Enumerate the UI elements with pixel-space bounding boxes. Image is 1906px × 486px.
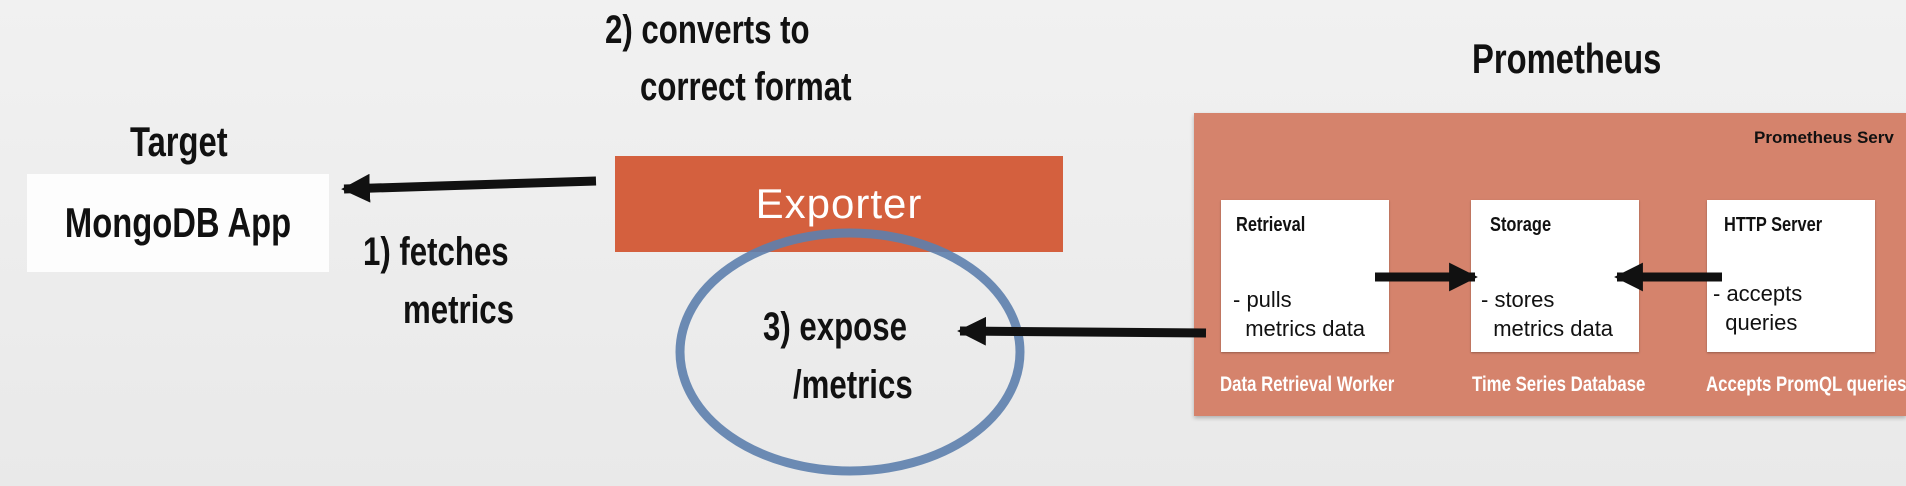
- expose-highlight-ellipse: [675, 228, 1025, 476]
- step1-label-line2: metrics: [403, 288, 515, 332]
- exporter-label: Exporter: [755, 180, 923, 227]
- http-server-caption: Accepts PromQL queries: [1706, 373, 1906, 396]
- prometheus-server-label: Prometheus Serv: [1754, 128, 1894, 147]
- pull-arrow: [957, 316, 1207, 346]
- prometheus-title: Prometheus: [1472, 35, 1662, 82]
- retrieval-title: Retrieval: [1236, 214, 1306, 236]
- mongodb-app-label: MongoDB App: [64, 199, 292, 246]
- http-server-desc: - accepts queries: [1713, 281, 1803, 335]
- storage-caption: Time Series Database: [1472, 373, 1646, 396]
- retrieval-desc: - pulls metrics data: [1233, 287, 1366, 341]
- http-server-box: [1707, 200, 1875, 352]
- step3-label-line1: 3) expose: [763, 305, 907, 349]
- step2-label-line2: correct format: [640, 65, 852, 109]
- storage-box: [1471, 200, 1639, 352]
- storage-desc: - stores metrics data: [1481, 287, 1614, 341]
- step1-label-line1: 1) fetches: [363, 230, 509, 274]
- fetch-arrow: [341, 173, 597, 203]
- step3-label-line2: /metrics: [793, 363, 913, 407]
- http-server-title: HTTP Server: [1724, 214, 1823, 236]
- storage-title: Storage: [1490, 214, 1552, 236]
- mongodb-app-box: MongoDB App: [27, 174, 329, 272]
- target-label: Target: [130, 118, 228, 165]
- retrieval-caption: Data Retrieval Worker: [1220, 373, 1395, 396]
- retrieval-box: [1221, 200, 1389, 352]
- step2-label-line1: 2) converts to: [605, 8, 810, 52]
